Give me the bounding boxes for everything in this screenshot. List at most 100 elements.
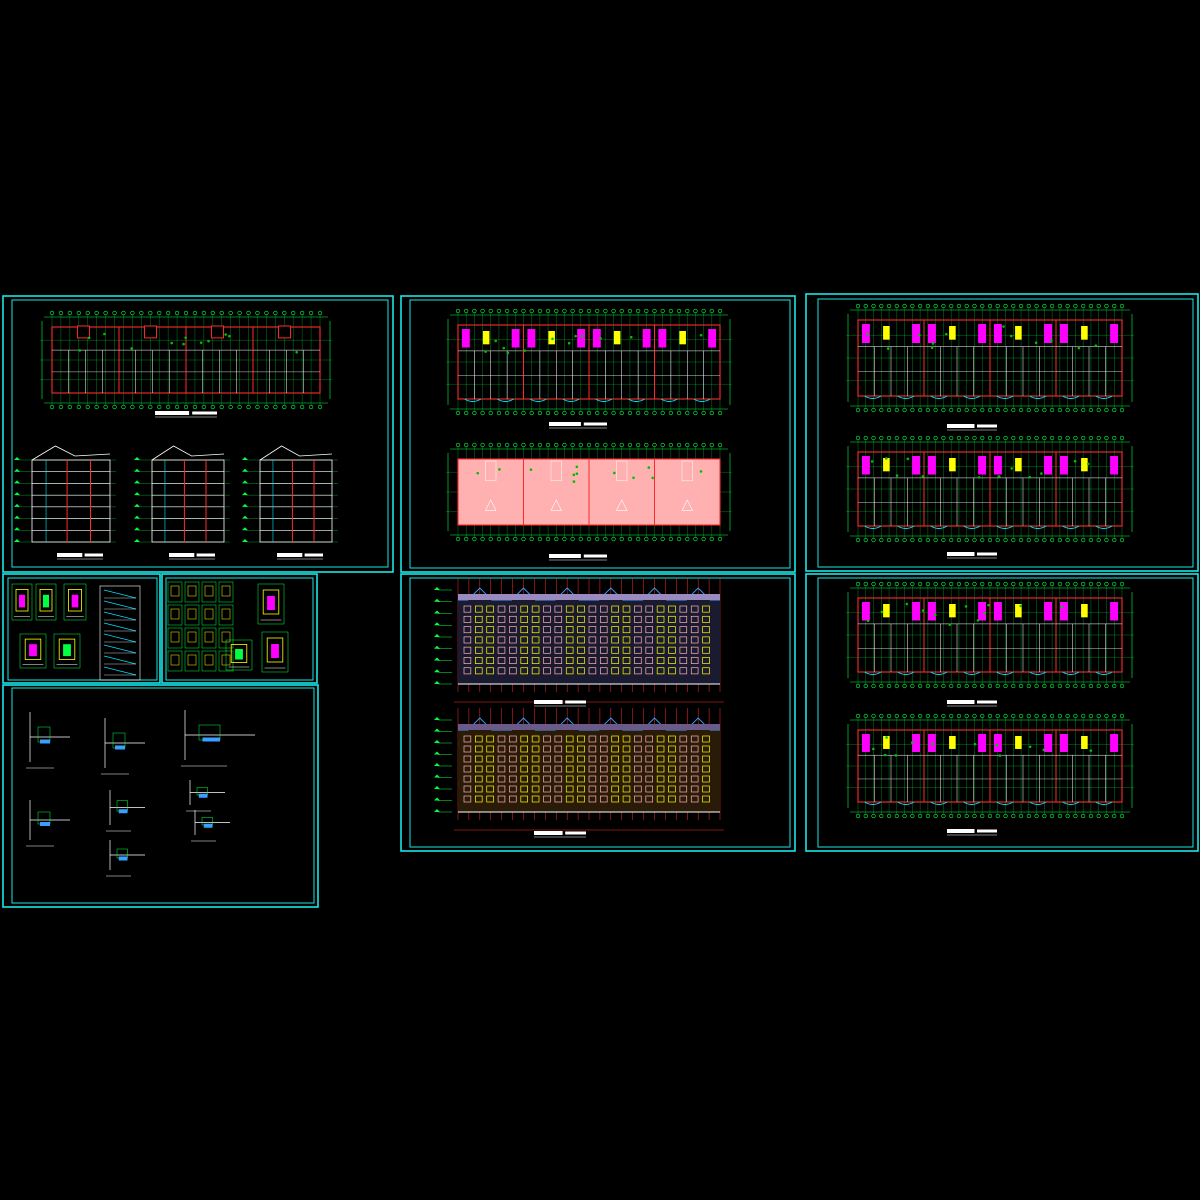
plant-symbol — [921, 609, 925, 612]
axis-bubble — [871, 813, 876, 819]
window — [656, 615, 665, 623]
drawing-title-text — [947, 552, 975, 556]
axis-bubble — [464, 442, 469, 448]
axis-bubble — [1073, 407, 1078, 413]
window — [577, 765, 585, 773]
schedule-cell — [167, 627, 183, 649]
plant-symbol — [580, 334, 584, 338]
window — [497, 735, 506, 743]
axis-bubble — [918, 683, 923, 689]
window — [509, 667, 517, 675]
window — [702, 745, 710, 753]
axis-bubble — [1042, 407, 1047, 413]
axis-bubble — [644, 442, 649, 448]
balcony-curve — [1029, 671, 1047, 675]
window — [509, 636, 517, 644]
axis-bubble — [480, 308, 485, 314]
window — [588, 667, 597, 675]
window — [543, 605, 551, 613]
window — [520, 615, 528, 623]
window-detail-2 — [53, 633, 81, 669]
axis-bubble — [627, 410, 633, 416]
axis-bubble — [1042, 813, 1047, 819]
axis-bubble — [246, 310, 251, 316]
panel-left-bottom — [2, 684, 319, 908]
window — [668, 615, 676, 623]
axis-bubble — [879, 435, 884, 441]
window — [486, 765, 494, 773]
axis-bubble — [513, 442, 518, 448]
axis-bubble — [1119, 581, 1125, 587]
drawing-scale-text — [977, 424, 997, 428]
elevation-marker — [434, 610, 440, 614]
axis-bubble — [112, 404, 117, 410]
detail-frame — [63, 583, 87, 621]
axis-bubble — [228, 310, 233, 316]
plant-symbol — [182, 342, 185, 346]
plant-symbol — [224, 333, 227, 336]
plant-symbol — [910, 741, 914, 744]
axis-bubble — [1112, 435, 1117, 441]
axis-bubble — [668, 410, 673, 416]
plant-symbol — [575, 465, 579, 469]
axis-bubble — [183, 310, 189, 316]
axis-bubble — [1011, 581, 1016, 587]
axis-bubble — [537, 536, 542, 542]
balcony-curve — [963, 395, 981, 399]
window — [577, 785, 585, 793]
window — [690, 667, 699, 675]
entry-notch — [143, 325, 158, 339]
axis-bubble — [863, 303, 868, 309]
axis-bubble — [636, 536, 641, 542]
axis-bubble — [291, 310, 296, 316]
balcony-curve — [1095, 671, 1113, 675]
window — [520, 646, 528, 654]
axis-bubble — [995, 813, 1000, 819]
axis-bubble — [949, 683, 954, 689]
plant-symbol — [78, 349, 82, 352]
axis-bubble — [619, 308, 624, 314]
elevation-marker — [242, 515, 248, 519]
axis-bubble — [685, 536, 690, 542]
window — [679, 636, 688, 644]
window-elevation — [187, 654, 197, 666]
axis-bubble — [871, 713, 876, 719]
wet-room — [1059, 456, 1068, 475]
plant-symbol — [1073, 459, 1077, 463]
axis-bubble — [863, 683, 868, 689]
plant-symbol — [948, 623, 952, 626]
window — [656, 646, 665, 654]
window — [509, 745, 517, 753]
window — [531, 735, 540, 743]
axis-bubble — [949, 581, 954, 587]
elevation-marker — [434, 634, 440, 637]
entry-notch — [210, 325, 225, 339]
axis-bubble — [545, 536, 551, 542]
plant-symbol — [866, 619, 870, 623]
axis-bubble — [964, 407, 969, 413]
wet-room — [993, 734, 1002, 752]
elevation-marker — [434, 809, 440, 812]
axis-bubble — [513, 308, 518, 314]
axis-bubble — [964, 303, 969, 309]
elevation-marker — [434, 763, 440, 766]
roof-profile — [259, 445, 333, 461]
wet-room — [592, 329, 601, 348]
window — [577, 745, 585, 753]
window — [565, 785, 574, 793]
window — [543, 745, 551, 753]
window — [611, 615, 619, 623]
axis-bubble — [513, 410, 518, 416]
balcony-curve — [897, 671, 915, 675]
detail-frame — [19, 633, 47, 669]
axis-bubble — [611, 308, 616, 314]
window — [463, 605, 472, 613]
plant-symbol — [983, 611, 986, 615]
wet-room — [1110, 734, 1119, 752]
axis-bubble — [933, 683, 938, 689]
window — [690, 745, 699, 753]
axis-bubble — [1026, 537, 1031, 543]
window — [497, 646, 506, 654]
axis-bubble — [972, 303, 977, 309]
window — [656, 765, 665, 773]
